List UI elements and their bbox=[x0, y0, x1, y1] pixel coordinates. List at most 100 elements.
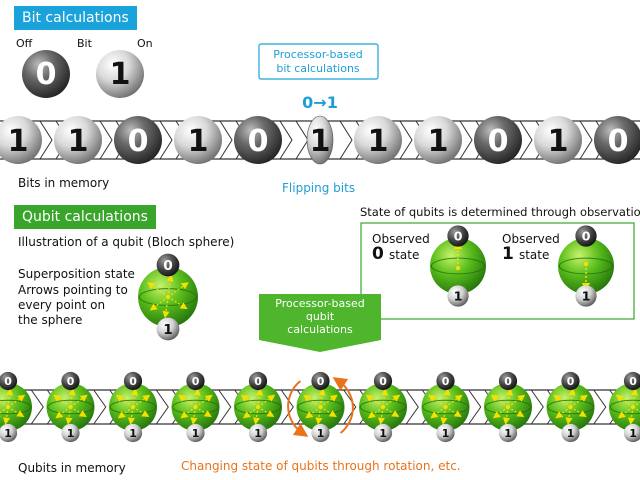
bit-transition-label: 0→1 bbox=[302, 93, 338, 112]
bit-value: 0 bbox=[488, 124, 509, 159]
qubit: 01 bbox=[609, 371, 640, 443]
svg-text:Processor-based: Processor-based bbox=[275, 297, 364, 310]
qubit: 01 bbox=[296, 371, 345, 443]
pole-one-label: 1 bbox=[192, 427, 200, 440]
qubit: 01 bbox=[359, 371, 407, 443]
rotation-arrows-icon bbox=[287, 377, 354, 437]
observed-one-qubit: 01 bbox=[558, 225, 614, 307]
qubit: 01 bbox=[558, 225, 614, 307]
superposition-qubit: 01 bbox=[138, 253, 198, 341]
pole-one-label: 1 bbox=[4, 427, 12, 440]
bit-value: 1 bbox=[188, 124, 209, 159]
pole-zero-label: 0 bbox=[254, 375, 262, 388]
pole-one-label: 1 bbox=[67, 427, 75, 440]
superposition-desc-2: every point on bbox=[18, 298, 106, 312]
pole-one-label: 1 bbox=[504, 427, 512, 440]
bit-ball: 1 bbox=[174, 116, 222, 164]
pole-one-label: 1 bbox=[379, 427, 387, 440]
qubit: 01 bbox=[171, 371, 220, 443]
observed-zero-state-word: state bbox=[388, 248, 420, 262]
bit-label: Bit bbox=[77, 37, 92, 50]
observed-zero-qubit: 01 bbox=[430, 225, 486, 307]
qubit: 01 bbox=[421, 371, 470, 443]
bit-ball: 0 bbox=[594, 116, 640, 164]
bit-value: 1 bbox=[428, 124, 449, 159]
observation-panel: 01 01 bbox=[360, 222, 635, 320]
bit-off-sample: 0 bbox=[22, 50, 70, 98]
bit-value: 0 bbox=[128, 124, 149, 159]
pole-zero-label: 0 bbox=[379, 375, 387, 388]
bit-ball: 1 bbox=[534, 116, 582, 164]
pole-zero-label: 0 bbox=[442, 375, 450, 388]
observed-zero-value: 0 bbox=[372, 244, 384, 264]
bit-value: 1 bbox=[68, 124, 89, 159]
qubit: 01 bbox=[109, 371, 157, 443]
pole-one-label: 1 bbox=[567, 427, 575, 440]
off-label: Off bbox=[16, 37, 33, 50]
bit-ball: 1 bbox=[0, 116, 42, 164]
bit-value: 0 bbox=[248, 124, 269, 159]
bit-value: 1 bbox=[8, 124, 29, 159]
svg-text:Processor-based: Processor-based bbox=[273, 48, 362, 61]
pole-one-label: 1 bbox=[317, 427, 325, 440]
processor-qubit-arrow: Processor-based qubit calculations bbox=[259, 294, 381, 352]
bit-value: 1 bbox=[310, 124, 331, 159]
bit-value: 1 bbox=[548, 124, 569, 159]
pole-zero-label: 0 bbox=[163, 258, 173, 274]
pole-zero-label: 0 bbox=[504, 375, 512, 388]
pole-zero-label: 0 bbox=[317, 375, 325, 388]
rotation-label: Changing state of qubits through rotatio… bbox=[181, 459, 461, 473]
pole-one-label: 1 bbox=[629, 427, 637, 440]
qubit-calculations-header: Qubit calculations bbox=[14, 205, 156, 229]
flipping-bits-label: Flipping bits bbox=[282, 181, 356, 195]
qubit: 01 bbox=[138, 253, 198, 341]
bit-value: 1 bbox=[368, 124, 389, 159]
svg-text:1: 1 bbox=[110, 57, 131, 92]
bit-calculations-header: Bit calculations bbox=[14, 6, 137, 30]
bit-ball: 1 bbox=[354, 116, 402, 164]
pole-zero-label: 0 bbox=[454, 229, 463, 244]
pole-one-label: 1 bbox=[254, 427, 262, 440]
pole-zero-label: 0 bbox=[192, 375, 200, 388]
bit-ball: 1 bbox=[414, 116, 462, 164]
pole-one-label: 1 bbox=[163, 322, 173, 338]
observed-zero-state: 0 state bbox=[372, 244, 419, 264]
pole-zero-label: 0 bbox=[4, 375, 12, 388]
pole-zero-label: 0 bbox=[567, 375, 575, 388]
observed-one-word: Observed bbox=[502, 232, 560, 246]
svg-text:calculations: calculations bbox=[287, 323, 353, 336]
bit-ball: 0 bbox=[234, 116, 282, 164]
superposition-title: Superposition state bbox=[18, 267, 135, 281]
pole-zero-label: 0 bbox=[582, 229, 591, 244]
on-label: On bbox=[137, 37, 153, 50]
qubit: 01 bbox=[430, 225, 486, 307]
qubit: 01 bbox=[46, 371, 95, 443]
pole-zero-label: 0 bbox=[129, 375, 137, 388]
bits-in-memory-label: Bits in memory bbox=[18, 176, 110, 190]
bit-ball: 1 bbox=[306, 115, 334, 165]
svg-text:qubit: qubit bbox=[306, 310, 335, 323]
svg-text:bit calculations: bit calculations bbox=[276, 62, 360, 75]
pole-one-label: 1 bbox=[582, 289, 591, 304]
pole-one-label: 1 bbox=[129, 427, 137, 440]
bit-value: 0 bbox=[608, 124, 629, 159]
svg-text:0: 0 bbox=[36, 57, 57, 92]
bit-memory-chain: 1 1 0 1 0 1 1 1 0 1 0 bbox=[0, 115, 640, 165]
qubit: 01 bbox=[0, 371, 32, 443]
observed-zero-word: Observed bbox=[372, 232, 430, 246]
qubit: 01 bbox=[234, 371, 282, 443]
superposition-desc-1: Arrows pointing to bbox=[18, 283, 128, 297]
pole-one-label: 1 bbox=[454, 289, 463, 304]
bit-ball: 0 bbox=[474, 116, 522, 164]
bit-ball: 0 bbox=[114, 116, 162, 164]
observation-title: State of qubits is determined through ob… bbox=[360, 205, 640, 219]
pole-zero-label: 0 bbox=[629, 375, 637, 388]
qubits-in-memory-label: Qubits in memory bbox=[18, 461, 126, 475]
observed-one-state: 1 state bbox=[502, 244, 549, 264]
pole-zero-label: 0 bbox=[67, 375, 75, 388]
superposition-desc-3: the sphere bbox=[18, 313, 83, 327]
bit-on-sample: 1 bbox=[96, 50, 144, 98]
bloch-sphere-label: Illustration of a qubit (Bloch sphere) bbox=[18, 235, 235, 249]
